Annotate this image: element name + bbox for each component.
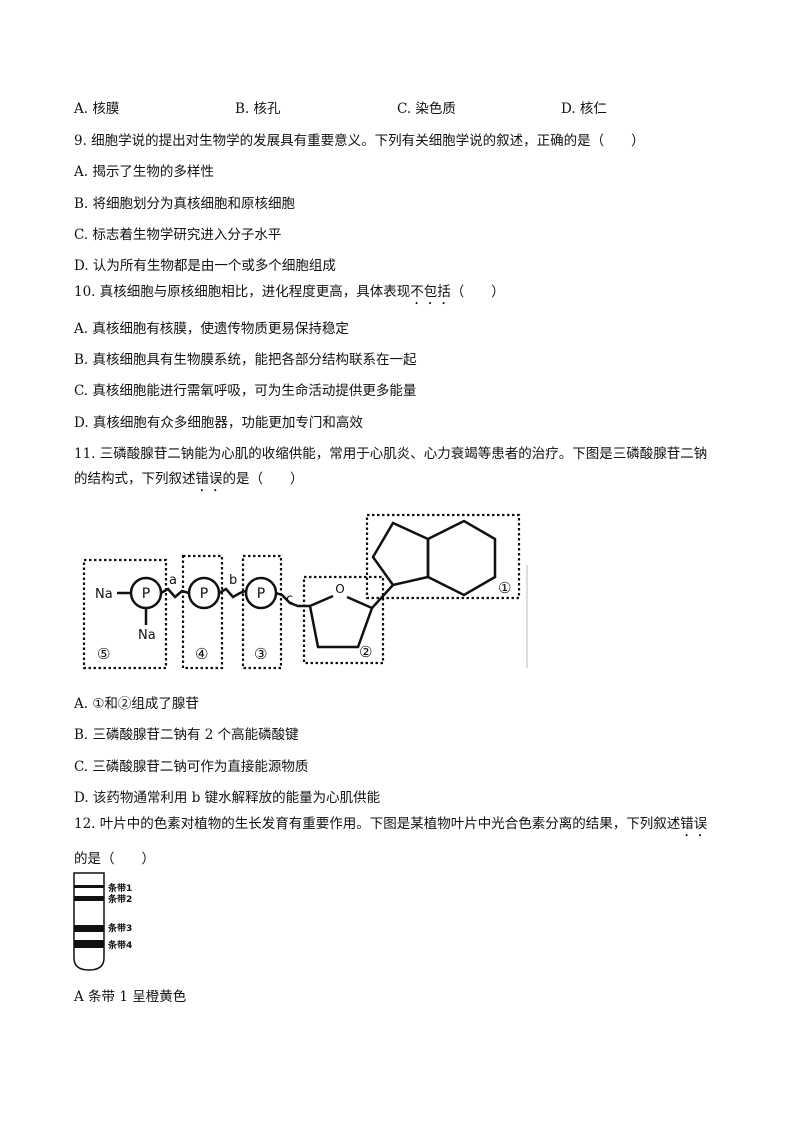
q9-option-b: B. 将细胞划分为真核细胞和原核细胞 xyxy=(74,196,296,212)
na-top-label: Na xyxy=(95,587,113,602)
ribose-purine-bond xyxy=(371,584,394,609)
q9-option-c: C. 标志着生物学研究进入分子水平 xyxy=(74,227,282,243)
band-label-1: 条带1 xyxy=(107,882,132,894)
group-5-box xyxy=(82,558,168,670)
purine-six-ring xyxy=(426,519,497,597)
q12-stem-line2: 的是（ ） xyxy=(74,851,155,867)
q11-option-c: C. 三磷酸腺苷二钠可作为直接能源物质 xyxy=(74,759,309,775)
q8-option-b: B. 核孔 xyxy=(235,101,281,117)
bond-c-line xyxy=(275,591,310,608)
q9-stem: 9. 细胞学说的提出对生物学的发展具有重要意义。下列有关细胞学说的叙述，正确的是… xyxy=(74,133,645,149)
phosphate-label-4: P xyxy=(200,586,208,602)
q11-stem-line2: 的结构式，下列叙述错误的是（ ） xyxy=(74,471,304,487)
q8-option-a: A. 核膜 xyxy=(74,101,120,117)
q8-option-c: C. 染色质 xyxy=(397,101,456,117)
q10-option-c: C. 真核细胞能进行需氧呼吸，可为生命活动提供更多能量 xyxy=(74,383,417,399)
band-label-2: 条带2 xyxy=(107,893,132,905)
q10-option-b: B. 真核细胞具有生物膜系统，能把各部分结构联系在一起 xyxy=(74,352,417,368)
group-1-box xyxy=(365,513,521,600)
phosphate-label-3: P xyxy=(257,586,265,602)
group-4-label: ④ xyxy=(195,645,208,663)
pigment-band-2 xyxy=(74,896,104,901)
q10-option-a: A. 真核细胞有核膜，使遗传物质更易保持稳定 xyxy=(74,321,349,337)
group-2-box xyxy=(302,575,385,665)
group-5-label: ⑤ xyxy=(97,645,110,663)
q11-option-d: D. 该药物通常利用 b 键水解释放的能量为心肌供能 xyxy=(74,790,381,806)
q10-option-d: D. 真核细胞有众多细胞器，功能更加专门和高效 xyxy=(74,415,363,431)
ribose-ring xyxy=(308,594,374,649)
q11-stem-line1: 11. 三磷酸腺苷二钠能为心肌的收缩供能，常用于心肌炎、心力衰竭等患者的治疗。下… xyxy=(74,446,708,462)
q12-stem-emphasis: 错误 xyxy=(680,816,708,832)
bond-c-label: c xyxy=(286,592,293,607)
bond-b-label: b xyxy=(229,573,237,588)
bond-b-line xyxy=(218,587,246,599)
bond-a-label: a xyxy=(169,573,177,588)
q11-option-a: A. ①和②组成了腺苷 xyxy=(74,696,199,712)
q9-option-d: D. 认为所有生物都是由一个或多个细胞组成 xyxy=(74,258,336,274)
pigment-band-4 xyxy=(74,940,104,948)
q8-option-d: D. 核仁 xyxy=(561,101,607,117)
pigment-band-3 xyxy=(74,925,104,932)
phosphate-label-5: P xyxy=(142,586,150,602)
band-label-3: 条带3 xyxy=(107,922,132,934)
bond-a-line xyxy=(160,587,190,599)
q9-option-a: A. 揭示了生物的多样性 xyxy=(74,164,214,180)
q10-stem: 10. 真核细胞与原核细胞相比，进化程度更高，具体表现不包括（ ） xyxy=(74,284,505,300)
band-label-4: 条带4 xyxy=(107,939,132,951)
group-2-label: ② xyxy=(359,643,372,661)
pigment-band-1 xyxy=(74,885,104,888)
ribose-oxygen-label: O xyxy=(335,582,344,596)
group-3-label: ③ xyxy=(254,645,267,663)
q11-stem-emphasis: 错误 xyxy=(195,471,223,487)
q10-stem-emphasis: 不包括 xyxy=(410,284,451,300)
na-bottom-label: Na xyxy=(138,628,156,643)
q12-option-a: A 条带 1 呈橙黄色 xyxy=(74,989,187,1005)
q12-stem-line1: 12. 叶片中的色素对植物的生长发育有重要作用。下图是某植物叶片中光合色素分离的… xyxy=(74,816,708,832)
group-1-label: ① xyxy=(498,579,511,597)
atp-structure-figure: Na Na P P P a b c O ① ② ③ ④ ⑤ xyxy=(82,513,528,670)
chromatography-strip-figure: 条带1 条带2 条带3 条带4 xyxy=(73,872,132,971)
purine-five-ring xyxy=(371,521,430,587)
group-4-box xyxy=(181,554,224,670)
q11-option-b: B. 三磷酸腺苷二钠有 2 个高能磷酸键 xyxy=(74,727,299,743)
